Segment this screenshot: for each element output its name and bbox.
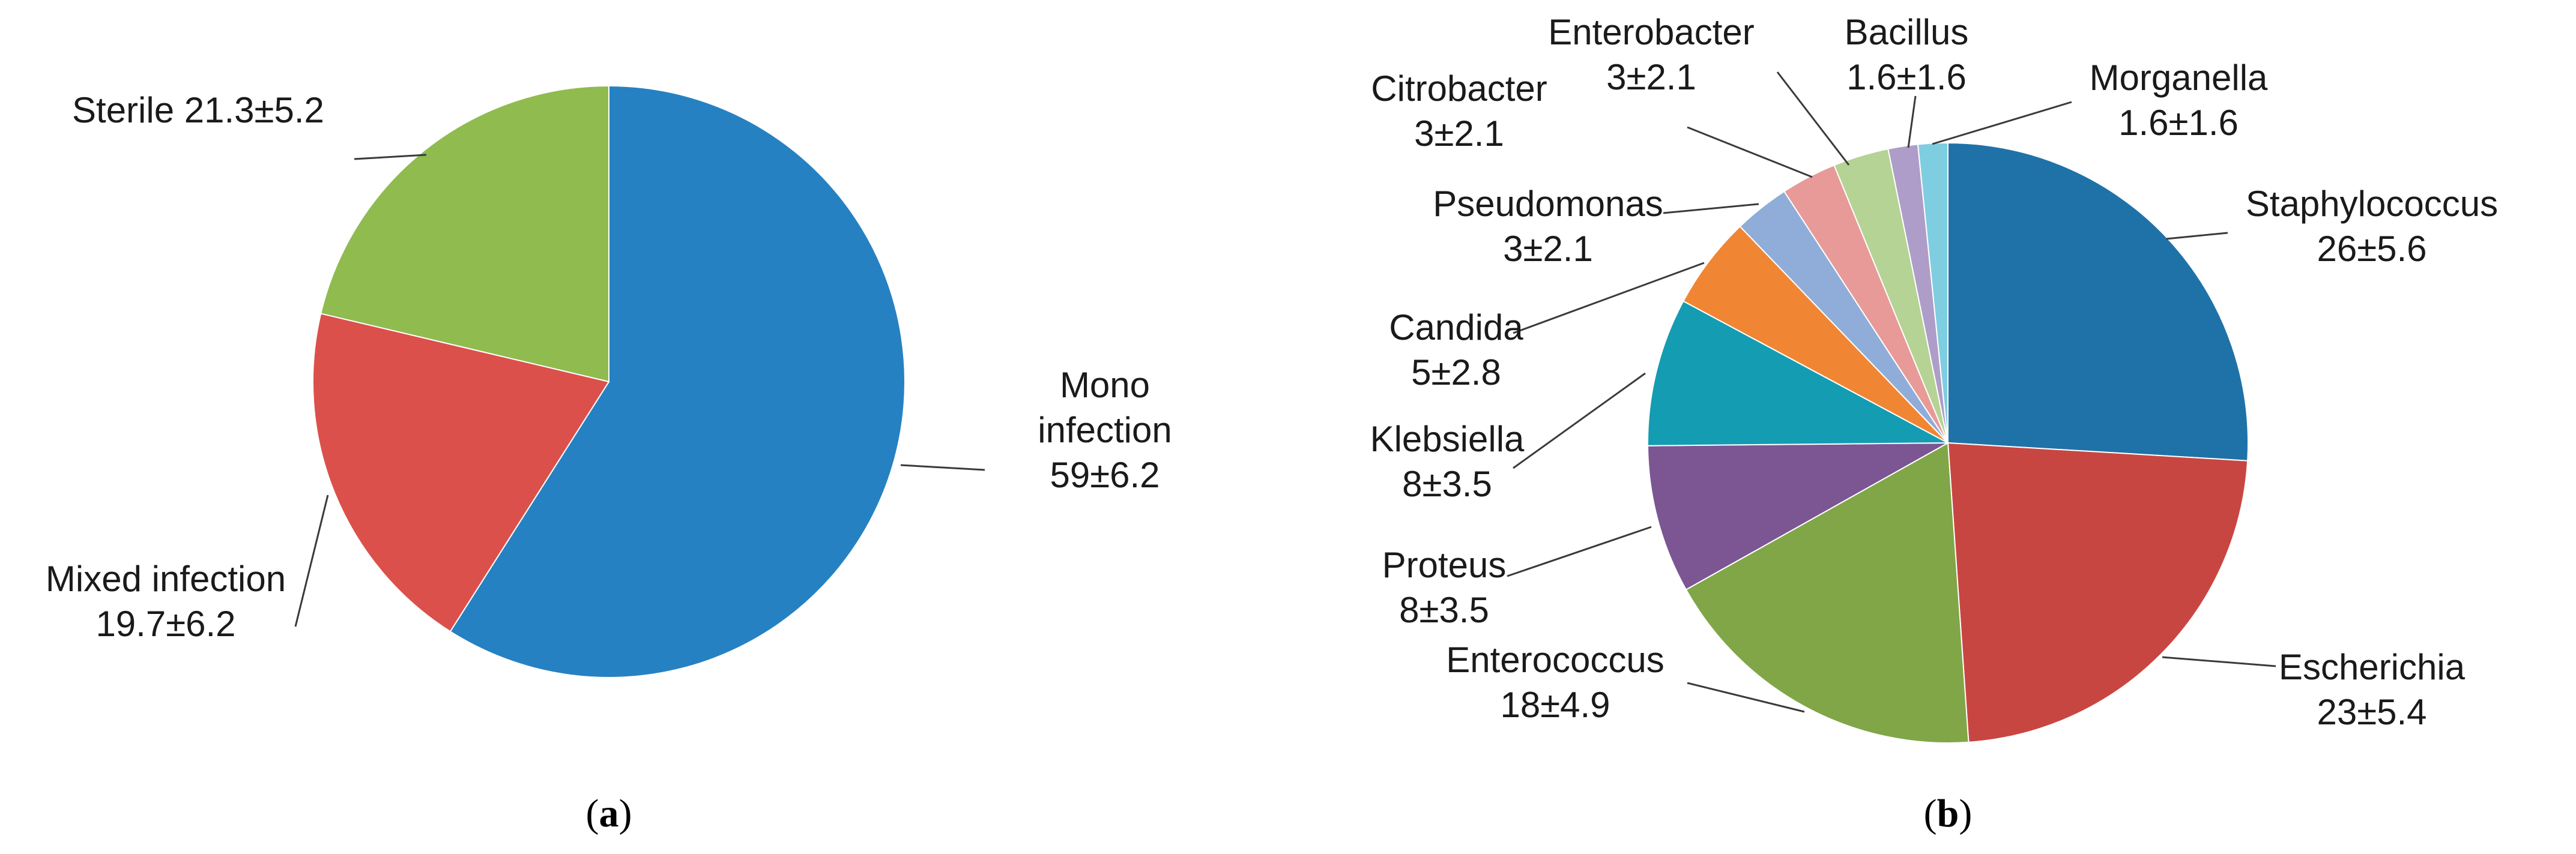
slice-label-staphylococcus: Staphylococcus 26±5.6 bbox=[2246, 184, 2498, 269]
slice-label-bacillus: Bacillus 1.6±1.6 bbox=[1845, 12, 1969, 97]
pie-slice-candida bbox=[1683, 225, 1949, 444]
slice-label-line: Mixed infection bbox=[46, 559, 286, 599]
slice-label-line: Sterile 21.3±5.2 bbox=[72, 90, 324, 130]
pie-slice-mono bbox=[449, 85, 906, 678]
leader-line-escherichia bbox=[2162, 656, 2276, 667]
leader-line-bacillus bbox=[1907, 95, 1917, 148]
slice-label-line: 8±3.5 bbox=[1402, 464, 1492, 504]
panel-caption-b: (b) bbox=[1924, 792, 1973, 835]
slice-label-morganella: Morganella 1.6±1.6 bbox=[2090, 58, 2268, 143]
slice-label-enterobacter: Enterobacter 3±2.1 bbox=[1548, 12, 1755, 97]
leader-line-proteus bbox=[1507, 526, 1652, 577]
slice-label-candida: Candida 5±2.8 bbox=[1389, 307, 1523, 392]
slice-label-line: Candida bbox=[1389, 307, 1523, 347]
leader-line-mono bbox=[900, 464, 985, 471]
leader-line-morganella bbox=[1932, 101, 2072, 145]
slice-label-pseudomonas: Pseudomonas 3±2.1 bbox=[1433, 184, 1663, 269]
pie-slice-staphylococcus bbox=[1947, 142, 2249, 462]
panel-caption-a: (a) bbox=[586, 792, 632, 835]
slice-label-line: Citrobacter bbox=[1371, 68, 1547, 109]
leader-line-citrobacter bbox=[1687, 126, 1813, 178]
slice-label-sterile: Sterile 21.3±5.2 bbox=[72, 90, 324, 130]
slice-label-escherichia: Escherichia 23±5.4 bbox=[2279, 647, 2466, 732]
slice-label-line: Klebsiella bbox=[1370, 419, 1525, 459]
slice-label-line: 3±2.1 bbox=[1414, 113, 1504, 154]
leader-line-staphylococcus bbox=[2166, 232, 2228, 240]
pie-slice-escherichia bbox=[1947, 442, 2249, 743]
slice-label-klebsiella: Klebsiella 8±3.5 bbox=[1370, 419, 1525, 504]
pie-a-leader-lines bbox=[294, 154, 985, 627]
pie-slice-sterile bbox=[320, 85, 609, 383]
slice-label-line: Pseudomonas bbox=[1433, 184, 1663, 224]
leader-line-sterile bbox=[354, 154, 427, 160]
slice-label-mono: Mono infection 59±6.2 bbox=[1038, 365, 1172, 495]
leader-line-mixed bbox=[294, 495, 329, 627]
pie-slice-klebsiella bbox=[1647, 300, 1949, 447]
slice-label-line: 3±2.1 bbox=[1503, 229, 1593, 269]
slice-label-proteus: Proteus 8±3.5 bbox=[1382, 545, 1507, 630]
slice-label-line: 26±5.6 bbox=[2317, 229, 2426, 269]
slice-label-line: Proteus bbox=[1382, 545, 1507, 585]
pie-a-slices bbox=[312, 85, 906, 678]
leader-line-candida bbox=[1513, 262, 1705, 334]
slice-label-line: Mono bbox=[1060, 365, 1150, 405]
leader-line-pseudomonas bbox=[1663, 203, 1759, 214]
slice-label-line: Staphylococcus bbox=[2246, 184, 2498, 224]
slice-label-line: Enterococcus bbox=[1446, 640, 1664, 680]
leader-line-klebsiella bbox=[1513, 372, 1646, 469]
leader-line-enterobacter bbox=[1776, 71, 1850, 166]
slice-label-line: 23±5.4 bbox=[2317, 692, 2426, 732]
pie-b-slices bbox=[1647, 142, 2249, 744]
slice-label-line: 19.7±6.2 bbox=[95, 604, 235, 644]
slice-label-line: 3±2.1 bbox=[1606, 57, 1696, 97]
leader-line-enterococcus bbox=[1687, 682, 1805, 713]
pie-slice-mixed bbox=[312, 313, 610, 633]
slice-label-line: Bacillus bbox=[1845, 12, 1969, 52]
slice-label-line: 1.6±1.6 bbox=[2118, 103, 2239, 143]
slice-label-line: 8±3.5 bbox=[1399, 590, 1489, 630]
slice-label-line: Morganella bbox=[2090, 58, 2268, 98]
pie-slice-proteus bbox=[1647, 442, 1949, 591]
slice-label-line: 1.6±1.6 bbox=[1846, 57, 1967, 97]
slice-label-line: 5±2.8 bbox=[1411, 352, 1501, 392]
pie-b-leader-lines bbox=[1507, 71, 2276, 713]
slice-label-enterococcus: Enterococcus 18±4.9 bbox=[1446, 640, 1664, 725]
slice-label-line: Enterobacter bbox=[1548, 12, 1755, 52]
slice-label-line: Escherichia bbox=[2279, 647, 2466, 687]
pie-slice-enterococcus bbox=[1685, 442, 1970, 744]
slice-label-mixed: Mixed infection 19.7±6.2 bbox=[46, 559, 286, 644]
slice-label-line: infection bbox=[1038, 410, 1172, 450]
slice-label-line: 59±6.2 bbox=[1050, 455, 1160, 495]
slice-label-line: 18±4.9 bbox=[1500, 685, 1610, 725]
